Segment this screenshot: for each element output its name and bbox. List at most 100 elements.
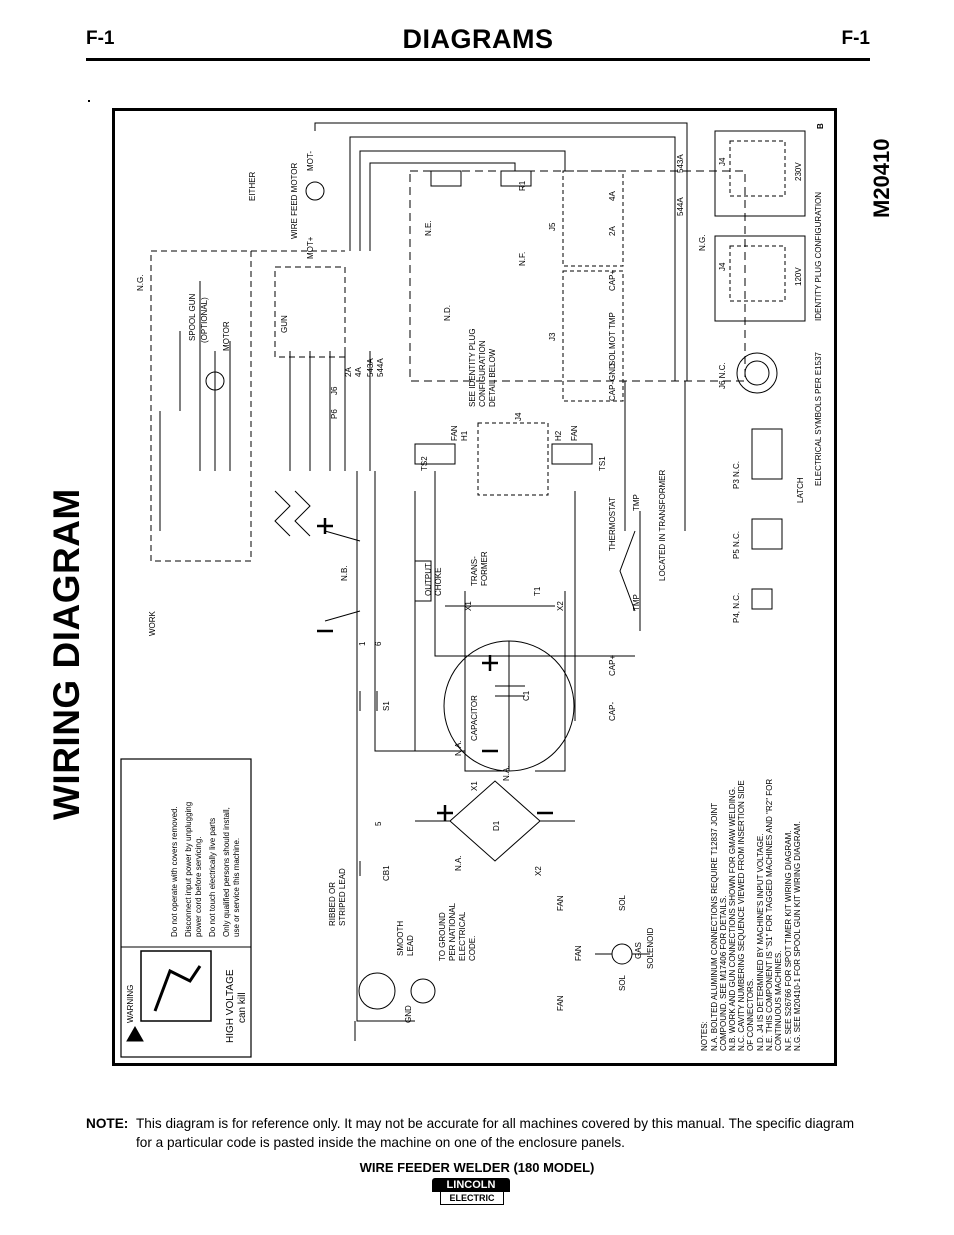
ground-label: CODE. <box>468 936 477 961</box>
j5-label: J5 <box>548 222 557 231</box>
solenoid-label: SOLENOID <box>646 927 655 969</box>
wiring-diagram-frame: WARNING HIGH VOLTAGE can kill Do not ope… <box>112 108 837 1066</box>
j4-plug-label: J4 <box>718 157 727 166</box>
note-na-label: N.A. <box>454 740 463 756</box>
note-line: COMPOUND. SEE M17406 FOR DETAILS. <box>719 896 728 1051</box>
v120-label: 120V <box>794 267 803 286</box>
s1-label: S1 <box>382 701 391 711</box>
ground-label: PER NATIONAL <box>448 902 457 961</box>
note-ne-label: N.E. <box>424 220 433 236</box>
fan-label: FAN <box>556 995 565 1011</box>
wire-2a-r-label: 2A <box>608 226 617 236</box>
note-line: N.G. SEE M20410-1 FOR SPOOL GUN KIT WIRI… <box>793 821 802 1051</box>
thermostat-label: THERMOSTAT <box>608 497 617 551</box>
p6-label: P6 <box>330 409 339 419</box>
note-nf-label: N.F. <box>518 252 527 266</box>
note-ng-label: N.G. <box>136 275 145 291</box>
diagram-code: M20410 <box>869 138 894 218</box>
wire-1-label: 1 <box>358 641 367 646</box>
note-line: N.A. BOLTED ALUMINUM CONNECTIONS REQUIRE… <box>710 803 719 1051</box>
sol-label: SOL <box>608 349 617 366</box>
motor-label: MOTOR <box>222 321 231 351</box>
mot-label: MOT <box>608 331 617 349</box>
ribbed-label: STRIPED LEAD <box>338 868 347 926</box>
identity-label: CONFIGURATION <box>478 340 487 407</box>
transformer-label: TRANS- <box>470 556 479 586</box>
gun-label: GUN <box>280 315 289 333</box>
reference-note: NOTE: This diagram is for reference only… <box>86 1114 870 1152</box>
lincoln-electric-logo: LINCOLN ELECTRIC <box>432 1178 510 1205</box>
x2-label: X2 <box>556 601 565 611</box>
warning-bullet: Disconnect input power by unplugging <box>184 802 193 937</box>
transformer-label: FORMER <box>480 551 489 586</box>
sol-label: SOL <box>618 894 627 911</box>
page-id-left: F-1 <box>86 28 115 49</box>
note-label: NOTE: <box>86 1116 129 1131</box>
cap-plus-label: CAP+ <box>608 655 617 676</box>
h2-label: H2 <box>554 430 563 441</box>
output-choke-label: OUTPUT <box>424 563 433 596</box>
note-line: N.C. CAVITY NUMBERING SEQUENCE VIEWED FR… <box>737 780 746 1051</box>
sol-label: SOL <box>618 974 627 991</box>
fan-label: FAN <box>570 425 579 441</box>
warning-label: WARNING <box>126 985 135 1023</box>
cap-plus-label: CAP+ <box>608 270 617 291</box>
h1-label: H1 <box>460 430 469 441</box>
note-line: N.B. WORK AND GUN CONNECTIONS SHOWN FOR … <box>728 787 737 1051</box>
note-na-label: N.A. <box>454 855 463 871</box>
wire-6-label: 6 <box>374 641 383 646</box>
tmp-label: TMP <box>632 494 641 511</box>
j6-label: J6 <box>330 386 339 395</box>
header-rule <box>86 58 870 61</box>
v230-label: 230V <box>794 162 803 181</box>
id-plug-cfg-label: IDENTITY PLUG CONFIGURATION <box>814 192 823 321</box>
warning-bullet: use or service this machine. <box>232 838 241 937</box>
wiring-diagram: WARNING HIGH VOLTAGE can kill Do not ope… <box>120 122 825 1058</box>
wire-4a-r-label: 4A <box>608 191 617 201</box>
page-id-right: F-1 <box>841 28 871 49</box>
warning-bullet: Do not operate with covers removed. <box>170 806 179 937</box>
j3-label: J3 <box>548 332 557 341</box>
gnd-label: GND <box>404 1005 413 1023</box>
j6-nc-label: J6 N.C. <box>718 362 727 389</box>
gas-label: GAS <box>634 942 643 959</box>
wire-2a-label: 2A <box>344 367 353 377</box>
smooth-label: LEAD <box>406 935 415 956</box>
spool-gun-label: SPOOL GUN <box>188 294 197 341</box>
c1-label: C1 <box>522 690 531 701</box>
rev-label: B <box>816 123 825 129</box>
warning-bullet: Do not touch electrically live parts <box>208 818 217 937</box>
tmp-label: TMP <box>608 312 617 329</box>
d1-label: D1 <box>492 820 501 831</box>
x2-label: X2 <box>534 866 543 876</box>
wire-5-label: 5 <box>374 821 383 826</box>
wire-4a-label: 4A <box>354 367 363 377</box>
output-choke-label: CHOKE <box>434 568 443 596</box>
x1-label: X1 <box>464 601 473 611</box>
wire-543a-r-label: 543A <box>676 154 685 173</box>
wire-feed-motor-label: WIRE FEED MOTOR <box>290 162 299 239</box>
note-line: N.F. SEE S26766 FOR SPOT TIMER KIT WIRIN… <box>784 831 793 1052</box>
capacitor-label: CAPACITOR <box>470 695 479 741</box>
p5-label: P5 N.C. <box>732 531 741 559</box>
either-label: EITHER <box>248 171 257 201</box>
footer-title: WIRE FEEDER WELDER (180 MODEL) <box>359 1160 595 1175</box>
identity-label: SEE IDENTITY PLUG <box>468 328 477 407</box>
cb1-label: CB1 <box>382 865 391 881</box>
j4-plug-label: J4 <box>718 262 727 271</box>
mot-minus-label: MOT- <box>306 151 315 171</box>
note-line: N.D. J4 IS DETERMINED BY MACHINE'S INPUT… <box>756 834 765 1051</box>
p4-label: P4, N.C. <box>732 593 741 623</box>
can-kill-label: can kill <box>237 992 248 1023</box>
identity-label: DETAIL BELOW <box>488 348 497 407</box>
note-line: OF CONNECTORS. <box>746 979 755 1051</box>
fan-label: FAN <box>574 945 583 961</box>
cap-minus-label: CAP- <box>608 382 617 401</box>
ts2-label: TS2 <box>420 456 429 471</box>
stray-mark <box>88 100 90 102</box>
logo-top: LINCOLN <box>432 1178 510 1192</box>
fan-label: FAN <box>450 425 459 441</box>
ground-label: ELECTRICAL <box>458 911 467 961</box>
warning-bullet: Only qualified persons should install, <box>222 807 231 937</box>
note-line: CONTINUOUS MACHINES. <box>774 951 783 1051</box>
